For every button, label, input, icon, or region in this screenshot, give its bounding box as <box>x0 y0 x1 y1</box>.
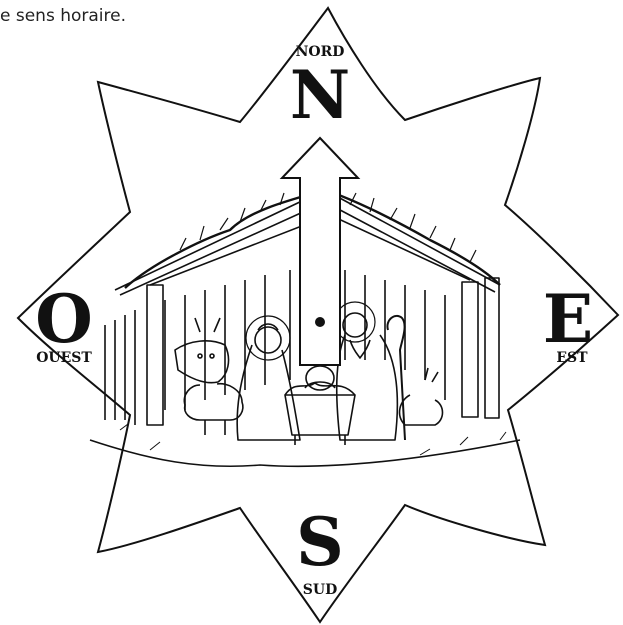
west-label: OUEST <box>36 350 92 366</box>
arrow-pivot-dot <box>315 317 325 327</box>
west-letter: O <box>35 280 93 358</box>
east-label: EST <box>556 350 588 366</box>
east-letter: E <box>543 280 593 358</box>
south-label: SUD <box>303 582 337 598</box>
south-letter: S <box>296 503 344 581</box>
north-letter: N <box>290 56 350 134</box>
